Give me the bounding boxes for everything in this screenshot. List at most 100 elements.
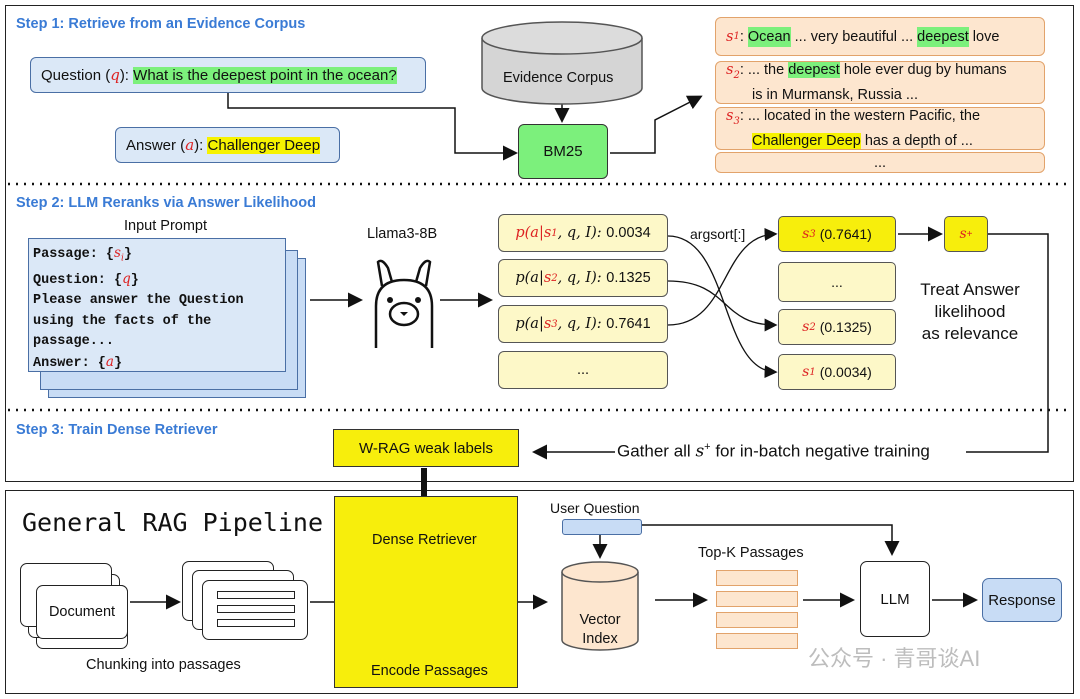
prompt-passage-text: Passage: { [33,247,115,262]
document-card: Document [36,585,128,639]
argsort-label: argsort[:] [690,226,746,242]
s1-var: s [726,28,734,45]
lk-more-text: ... [576,362,590,378]
response-box: Response [982,578,1062,622]
lk1-p: p(a| [515,225,544,241]
s3-part0: Challenger Deep [752,133,861,150]
prompt-brace-2: } [130,272,139,288]
r2-text: ... [831,274,843,290]
llama-icon [374,259,434,348]
input-prompt-label: Input Prompt [124,218,208,234]
prompt-var-s: s [114,245,121,261]
llm-model-label: Llama3-8B [367,226,438,242]
user-question-label: User Question [550,500,640,516]
passage-more: ... [715,152,1045,173]
answer-prefix: Answer ( [126,136,186,154]
user-question-box [562,519,642,535]
lk1-sub: 1 [551,227,558,239]
question-var: q [110,66,120,84]
s3-line1-text: ... located in the western Pacific, the [743,107,981,124]
s3-line1: s3: ... located in the western Pacific, … [726,106,980,132]
s3-sub: 3 [733,115,740,127]
passage-s2: s2: ... the deepest hole ever dug by hum… [715,61,1045,104]
lk1-rest: , q, I): [557,225,607,241]
watermark: 公众号 · 青哥谈AI [808,646,981,671]
lk1-s: s [543,225,552,241]
treat-label: Treat Answer likelihood as relevance [900,279,1040,345]
lk3-value: 0.7641 [606,316,651,332]
prompt-brace-1: } [123,247,132,262]
r1-s: s [802,226,810,242]
vector-index-label: Vector Index [562,611,638,649]
r4-sub: 1 [809,366,816,378]
prompt-line-3: Please answer the Question [33,293,244,309]
s1-part1: Ocean [747,26,791,47]
prompt-question-text: Question: { [33,272,123,288]
s2-line1: s2: ... the deepest hole ever dug by hum… [726,60,1007,86]
step2-title: Step 2: LLM Reranks via Answer Likelihoo… [16,195,317,211]
s3-colon: : [739,107,744,124]
r3-sub: 2 [809,321,816,333]
lk2-rest: , q, I): [557,270,607,286]
s2-colon: : [739,61,744,78]
encode-label: Encode Passages [371,663,488,679]
s2-part1: deepest [788,61,840,78]
lk2-sub: 2 [551,272,558,284]
chunking-label: Chunking into passages [86,657,241,673]
lk2-value: 0.1325 [606,270,651,286]
topk-passage-4 [716,633,798,649]
lk3-s: s [543,316,552,332]
s1-part3: deepest [917,26,969,47]
gather-suffix: for in-batch negative training [710,441,930,461]
question-suffix: ): [119,66,134,84]
weak-labels-text: W-RAG weak labels [359,439,493,457]
topk-passage-3 [716,612,798,628]
prompt-var-a: a [105,354,114,371]
answer-box: Answer (a): Challenger Deep [115,127,340,163]
prompt-line-5: passage... [33,333,115,349]
s-plus-var: s [959,226,967,242]
gather-prefix: Gather all [617,441,696,461]
llm-box: LLM [860,561,930,637]
dense-retriever-box [334,496,518,688]
chunk-card-1 [202,580,308,640]
lk2-p: p(a| [515,270,544,286]
r3-value: (0.1325) [819,319,872,335]
prompt-var-q: q [122,270,131,287]
gather-plus: + [704,441,711,453]
bm25-box: BM25 [518,124,608,179]
r3-s: s [802,319,810,335]
prompt-brace-3: } [113,356,123,372]
r4-value: (0.0034) [819,364,872,380]
gather-s: s [695,441,705,462]
prompt-line-answer: Answer: {a} [33,352,281,374]
lk3-p: p(a| [515,316,544,332]
top-panel [5,5,1074,482]
chunk-line-1 [217,591,295,599]
s2-part0: ... the [743,61,789,78]
step1-title: Step 1: Retrieve from an Evidence Corpus [16,16,306,32]
lk2-s: s [543,270,552,286]
bm25-label: BM25 [543,143,583,160]
topk-passage-2 [716,591,798,607]
chunk-line-3 [217,619,295,627]
weak-labels-box: W-RAG weak labels [333,429,519,467]
likelihood-more: ... [498,351,668,389]
s2-line2: is in Murmansk, Russia ... [752,87,918,104]
prompt-line-passage: Passage: {si} [33,243,281,269]
topk-label: Top-K Passages [698,545,804,561]
dense-retriever-label: Dense Retriever [372,532,477,548]
document-label: Document [48,604,116,620]
ranked-more: ... [778,262,896,302]
s1-sub: 1 [733,30,740,42]
s1-part2: ... very beautiful ... [790,28,918,45]
prompt-answer-text: Answer: { [33,356,106,372]
chunk-line-2 [217,605,295,613]
lk1-value: 0.0034 [606,225,651,241]
pipeline-panel [5,490,1074,694]
